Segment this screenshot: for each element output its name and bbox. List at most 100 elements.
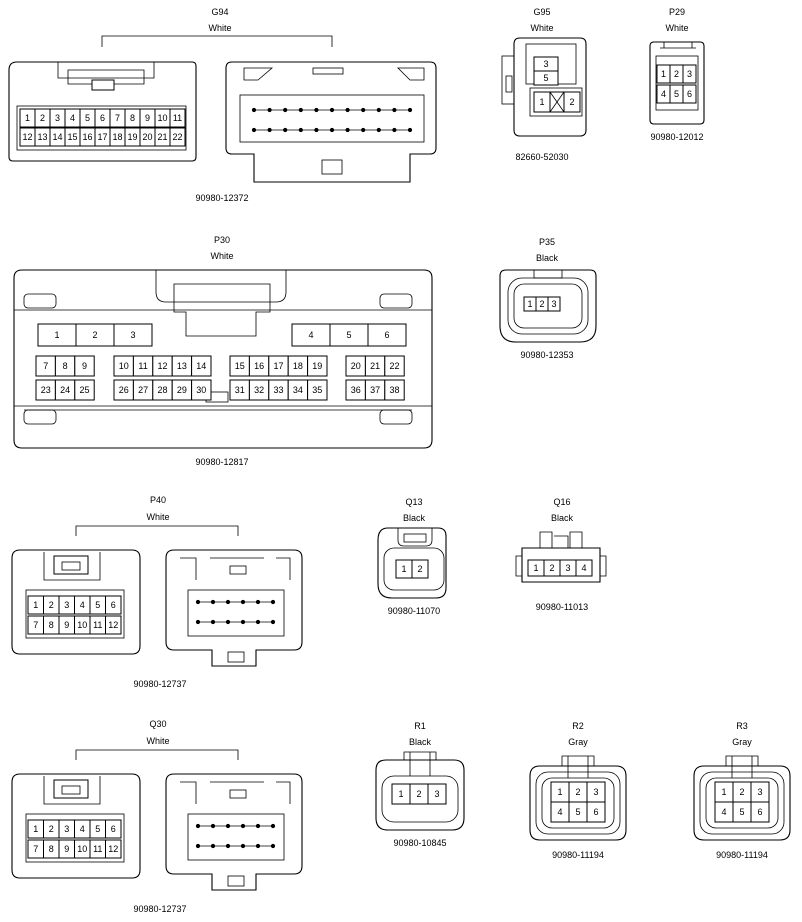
pin-cavity xyxy=(74,355,95,377)
latch-frame xyxy=(155,270,287,303)
pin-label: 5 xyxy=(739,807,744,817)
seal xyxy=(383,547,445,591)
pin-label: 4 xyxy=(308,330,313,340)
pin-label: 14 xyxy=(52,132,62,142)
lock-tab xyxy=(321,159,343,175)
pin-label: 23 xyxy=(41,385,51,395)
pin-label: 34 xyxy=(293,385,303,395)
pin-label: 8 xyxy=(49,844,54,854)
pin-label: 8 xyxy=(63,361,68,371)
connector-color: White xyxy=(208,23,231,33)
part-number: 90980-12353 xyxy=(520,350,573,360)
pin-label: 5 xyxy=(85,113,90,123)
connector-g95: G95 White 3 5 1 2 82660-52030 xyxy=(501,7,587,162)
pin-field xyxy=(655,55,699,111)
lock-tab xyxy=(91,79,115,91)
pin-label: 6 xyxy=(593,807,598,817)
pin-label: 10 xyxy=(77,844,87,854)
bracket-line xyxy=(101,35,333,47)
pin-label: 1 xyxy=(527,299,532,309)
side-latch xyxy=(505,75,513,93)
connector-code: R2 xyxy=(572,721,584,731)
part-number: 90980-10845 xyxy=(393,838,446,848)
pin-cavity xyxy=(750,801,770,823)
latch xyxy=(533,270,563,279)
pin-label: 1 xyxy=(721,787,726,797)
pin-label: 4 xyxy=(70,113,75,123)
pin-label: 3 xyxy=(551,299,556,309)
connector-code: P35 xyxy=(539,237,555,247)
pin-cavity xyxy=(682,64,697,84)
seal xyxy=(535,771,621,835)
connector-color: White xyxy=(530,23,553,33)
pin-cavity xyxy=(191,379,212,401)
pin-label: 3 xyxy=(130,330,135,340)
connector-code: G95 xyxy=(533,7,550,17)
pin-label: 24 xyxy=(60,385,70,395)
pin-label: 4 xyxy=(80,824,85,834)
pin-label: 2 xyxy=(549,563,554,573)
pin-field xyxy=(25,813,125,863)
side-lock xyxy=(379,293,413,309)
pin-cavity xyxy=(307,379,328,401)
pin-group xyxy=(195,823,276,849)
lock-tab xyxy=(53,779,89,799)
part-number: 90980-11194 xyxy=(716,850,768,860)
housing xyxy=(499,269,597,343)
pin-cavity xyxy=(427,783,447,805)
pin-label: 37 xyxy=(370,385,380,395)
pin-group xyxy=(251,107,413,133)
pin-label: 16 xyxy=(82,132,92,142)
pin-label: 20 xyxy=(142,132,152,142)
pin-field xyxy=(187,589,285,637)
lock-tab xyxy=(61,561,81,571)
pin-cavity xyxy=(586,801,606,823)
pin-label: 17 xyxy=(97,132,107,142)
pin-label: 5 xyxy=(674,89,679,99)
pin-label: 5 xyxy=(575,807,580,817)
latch xyxy=(403,533,427,543)
connector-code: P29 xyxy=(669,7,685,17)
pin-label: 2 xyxy=(739,787,744,797)
pin-label: 12 xyxy=(22,132,32,142)
connector-color: White xyxy=(665,23,688,33)
pin-label: 1 xyxy=(661,69,666,79)
blank-cross xyxy=(549,91,565,113)
pin-cavity xyxy=(113,323,153,347)
part-number: 90980-11013 xyxy=(536,602,588,612)
pin-label: 7 xyxy=(115,113,120,123)
pin-cavity xyxy=(367,323,407,347)
pin-label: 31 xyxy=(235,385,245,395)
part-number: 90980-12372 xyxy=(195,193,248,203)
pin-label: 21 xyxy=(370,361,380,371)
pin-label: 4 xyxy=(581,563,586,573)
pin-label: 6 xyxy=(100,113,105,123)
pin-label: 11 xyxy=(93,620,102,630)
pin-label: 10 xyxy=(77,620,87,630)
pin-label: 38 xyxy=(389,385,399,395)
pin-label: 9 xyxy=(82,361,87,371)
pin-label: 7 xyxy=(43,361,48,371)
pin-label: 3 xyxy=(64,824,69,834)
housing-female xyxy=(11,773,141,879)
pin-2 xyxy=(563,91,581,113)
pin-label: 13 xyxy=(177,361,187,371)
bracket-line xyxy=(75,525,239,536)
pin-label: 11 xyxy=(93,844,102,854)
key-slot xyxy=(312,67,344,75)
housing xyxy=(529,765,627,841)
pin-cavity xyxy=(682,84,697,104)
side-latch xyxy=(501,55,515,105)
pin-label: 3 xyxy=(434,789,439,799)
pin-label: 9 xyxy=(145,113,150,123)
connector-code: R1 xyxy=(414,721,426,731)
pin-label: 16 xyxy=(254,361,264,371)
pin-label: 9 xyxy=(64,844,69,854)
part-number: 82660-52030 xyxy=(515,152,568,162)
pin-label: 1 xyxy=(533,563,538,573)
